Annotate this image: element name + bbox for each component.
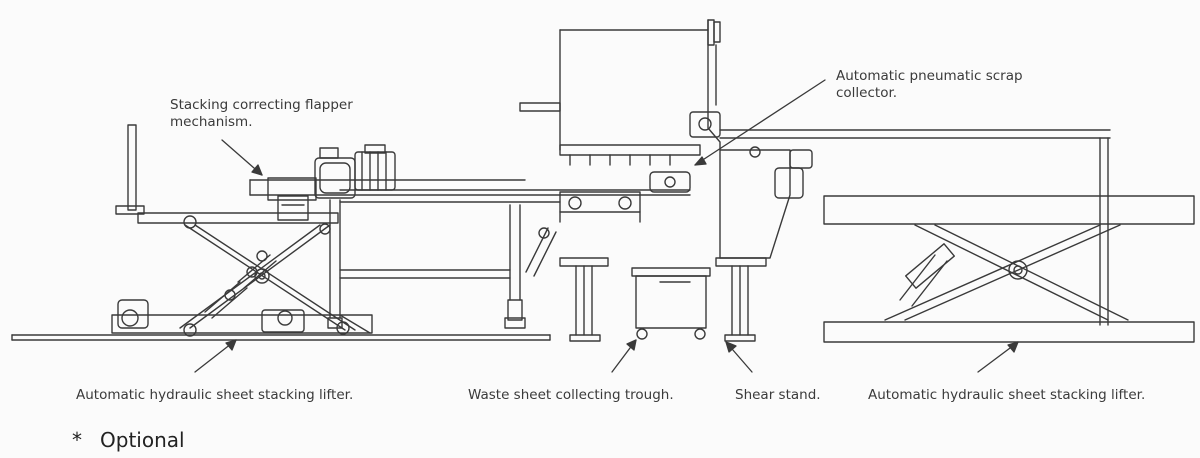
- right-scissor-lifter: [720, 130, 1194, 342]
- arrow-scrap-collector: [695, 80, 825, 165]
- label-left-lifter: Automatic hydraulic sheet stacking lifte…: [76, 387, 354, 403]
- label-flapper-line2: mechanism.: [170, 114, 253, 130]
- label-shear-stand: Shear stand.: [735, 387, 821, 403]
- left-scissor-lifter: [112, 125, 372, 336]
- label-scrap-line2: collector.: [836, 85, 898, 101]
- label-scrap-collector: Automatic pneumatic scrap collector.: [836, 68, 1023, 102]
- footnote-marker: *: [72, 428, 82, 452]
- label-flapper-line1: Stacking correcting flapper: [170, 97, 353, 113]
- label-scrap-line1: Automatic pneumatic scrap: [836, 68, 1023, 84]
- shear-stands: [560, 258, 766, 341]
- conveyor-frame: [250, 145, 690, 328]
- footnote-text: Optional: [100, 428, 185, 452]
- waste-trough: [632, 268, 710, 339]
- optional-footnote: * Optional: [72, 428, 185, 452]
- shear-housing: [520, 20, 812, 258]
- leader-arrows: [195, 80, 1018, 372]
- label-right-lifter: Automatic hydraulic sheet stacking lifte…: [868, 387, 1146, 403]
- label-flapper: Stacking correcting flapper mechanism.: [170, 97, 353, 131]
- label-waste-trough: Waste sheet collecting trough.: [468, 387, 674, 403]
- floor-rails: [12, 335, 550, 340]
